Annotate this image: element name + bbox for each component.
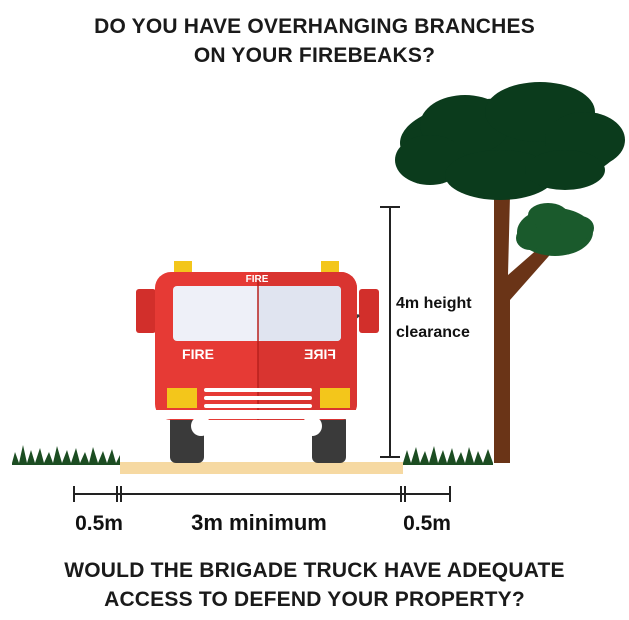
road-strip (120, 462, 403, 474)
fire-truck: FIRE FIRE FIRE (136, 261, 379, 463)
beacon-right (321, 261, 339, 273)
tree-trunk (494, 195, 556, 463)
grass-left (12, 445, 120, 465)
headlight-right (320, 388, 350, 408)
top-headline-line-1: DO YOU HAVE OVERHANGING BRANCHES (94, 15, 535, 38)
small-canopy (516, 203, 594, 256)
tree-canopy (395, 82, 625, 200)
fog-light-right (302, 416, 322, 436)
bottom-headline-line-2: ACCESS TO DEFEND YOUR PROPERTY? (104, 588, 525, 611)
headlight-left (167, 388, 197, 408)
beacon-left (174, 261, 192, 273)
fog-light-left (191, 416, 211, 436)
bottom-headline: WOULD THE BRIGADE TRUCK HAVE ADEQUATE AC… (0, 556, 629, 614)
truck-door-label-right: FIRE (304, 346, 336, 362)
tree-illustration (395, 82, 625, 463)
width-label-right-margin: 0.5m (403, 512, 451, 535)
height-label-line-1: 4m height (396, 295, 472, 312)
height-dimension (380, 206, 400, 458)
bottom-headline-line-1: WOULD THE BRIGADE TRUCK HAVE ADEQUATE (64, 559, 565, 582)
truck-door-label-left: FIRE (182, 346, 214, 362)
top-headline: DO YOU HAVE OVERHANGING BRANCHES ON YOUR… (0, 12, 629, 70)
width-label-center: 3m minimum (191, 510, 327, 535)
height-label-line-2: clearance (396, 324, 470, 341)
grass-right (403, 446, 493, 465)
width-label-left-margin: 0.5m (75, 512, 123, 535)
mirror-right (359, 289, 379, 333)
bumper (153, 410, 361, 419)
truck-roof-label: FIRE (246, 274, 269, 285)
mirror-left (136, 289, 156, 333)
grille (204, 388, 312, 408)
top-headline-line-2: ON YOUR FIREBEAKS? (193, 44, 436, 67)
width-dimension (73, 486, 451, 502)
